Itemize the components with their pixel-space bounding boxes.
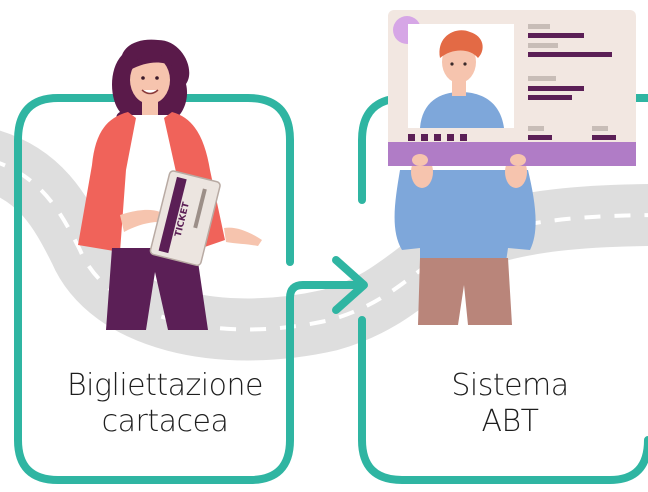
card-photo-neck: [452, 80, 466, 96]
man-fingers-right: [510, 154, 526, 166]
card-photo-eye-left: [450, 62, 454, 66]
card-photo-hair: [439, 30, 483, 58]
woman-pants: [106, 248, 208, 330]
ticket-bar: [193, 188, 207, 229]
id-card: [388, 10, 636, 166]
left-step-frame: [14, 94, 294, 484]
card-photo-body: [420, 92, 504, 128]
man-with-card-illustration: [388, 10, 636, 325]
arrow-line: [286, 281, 366, 314]
woman-bangs: [130, 54, 172, 70]
woman-eye-left: [141, 76, 145, 80]
woman-with-ticket-illustration: TICKET: [78, 39, 262, 330]
card-dots: [408, 134, 467, 141]
card-line: [592, 126, 608, 131]
connector-arrow: [286, 256, 368, 314]
card-line: [592, 135, 616, 140]
step-label-line: ABT: [481, 404, 540, 439]
card-line: [528, 135, 552, 140]
step-label-line: Bigliettazione: [67, 368, 263, 403]
card-line: [528, 24, 550, 29]
card-line: [528, 33, 584, 38]
woman-eye-right: [155, 76, 159, 80]
woman-neck: [142, 100, 158, 116]
card-line: [528, 76, 556, 81]
woman-hand-right: [224, 227, 262, 246]
man-pants: [418, 258, 512, 325]
card-line: [528, 43, 558, 48]
woman-smile: [141, 89, 159, 95]
woman-arm: [120, 209, 160, 232]
man-shirt: [394, 170, 536, 262]
step-label-line: cartacea: [101, 404, 229, 439]
woman-face: [130, 56, 170, 104]
ticket-stripe: [158, 176, 187, 254]
card-line: [528, 95, 572, 100]
step-label-line: Sistema: [451, 368, 569, 403]
card-photo-eye-right: [463, 62, 467, 66]
paper-ticket: TICKET: [149, 170, 221, 267]
card-line: [528, 86, 584, 91]
step-label-abt-system: Sistema ABT: [380, 368, 640, 440]
step-label-paper-ticketing: Bigliettazione cartacea: [30, 368, 300, 440]
card-line: [528, 52, 612, 57]
card-line: [528, 126, 544, 131]
arrow-head-icon: [332, 256, 368, 314]
man-fingers-left: [412, 154, 428, 166]
